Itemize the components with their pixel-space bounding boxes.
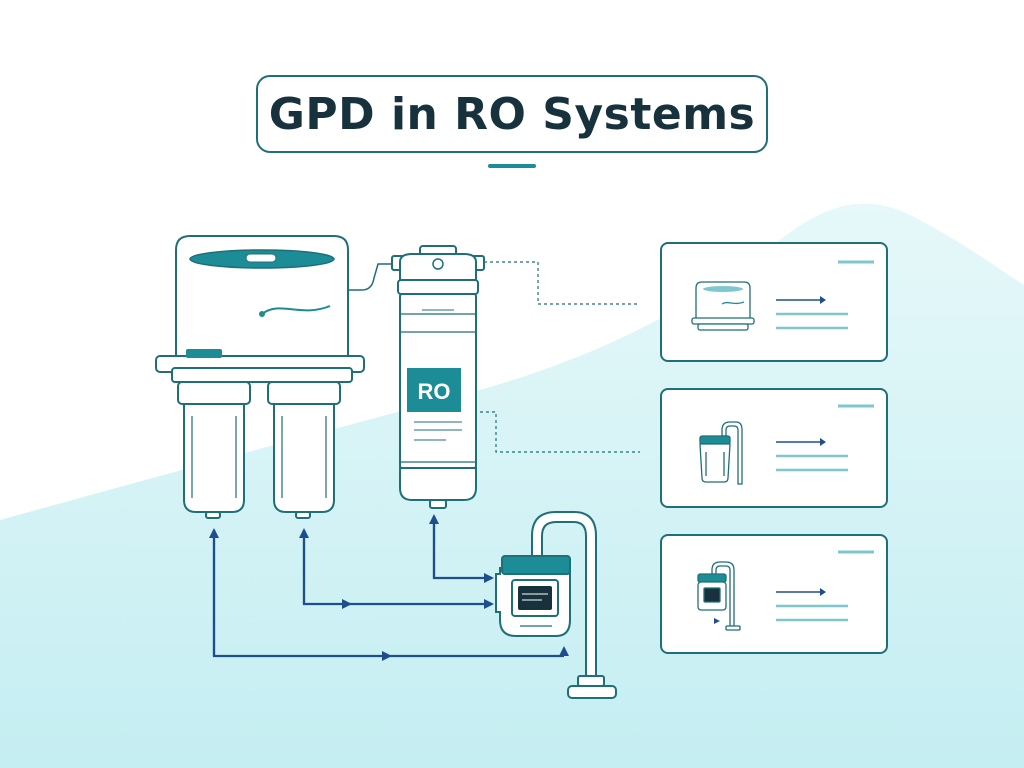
card-3-small-arrow — [714, 618, 720, 624]
flow-arrows — [209, 514, 569, 661]
ro-unit-icon — [691, 281, 755, 331]
card-filter-faucet — [660, 388, 888, 508]
page-title: GPD in RO Systems — [268, 88, 756, 140]
pump-faucet-icon — [697, 561, 741, 631]
filter-faucet-icon — [699, 421, 743, 485]
card-pump-faucet — [660, 534, 888, 654]
ro-unit-label-badge — [186, 349, 222, 358]
ro-label-box — [407, 368, 461, 412]
ro-filter-text-lines — [414, 309, 462, 441]
card-1-content — [691, 260, 874, 331]
card-2-arrow-head — [820, 438, 826, 446]
title-box: GPD in RO Systems — [256, 75, 768, 153]
ro-unit-dot — [259, 311, 265, 317]
connector-tube — [348, 263, 392, 291]
card-ro-unit — [660, 242, 888, 362]
ro-unit-housing — [155, 235, 365, 383]
prefilter-right — [267, 381, 341, 519]
faucet — [531, 511, 617, 699]
dashed-connectors — [474, 261, 640, 453]
card-1-arrow-head — [820, 296, 826, 304]
booster-pump — [495, 555, 571, 637]
card-2-content — [699, 404, 874, 485]
title-underline — [488, 164, 536, 168]
ro-unit-wave-icon — [261, 305, 331, 315]
ro-label: RO — [418, 379, 451, 404]
card-3-arrow-head — [820, 588, 826, 596]
ro-filter-cap-circle — [432, 258, 444, 270]
card-3-content — [697, 550, 874, 631]
prefilter-left — [177, 381, 251, 519]
ro-unit-top-slot — [245, 253, 277, 263]
